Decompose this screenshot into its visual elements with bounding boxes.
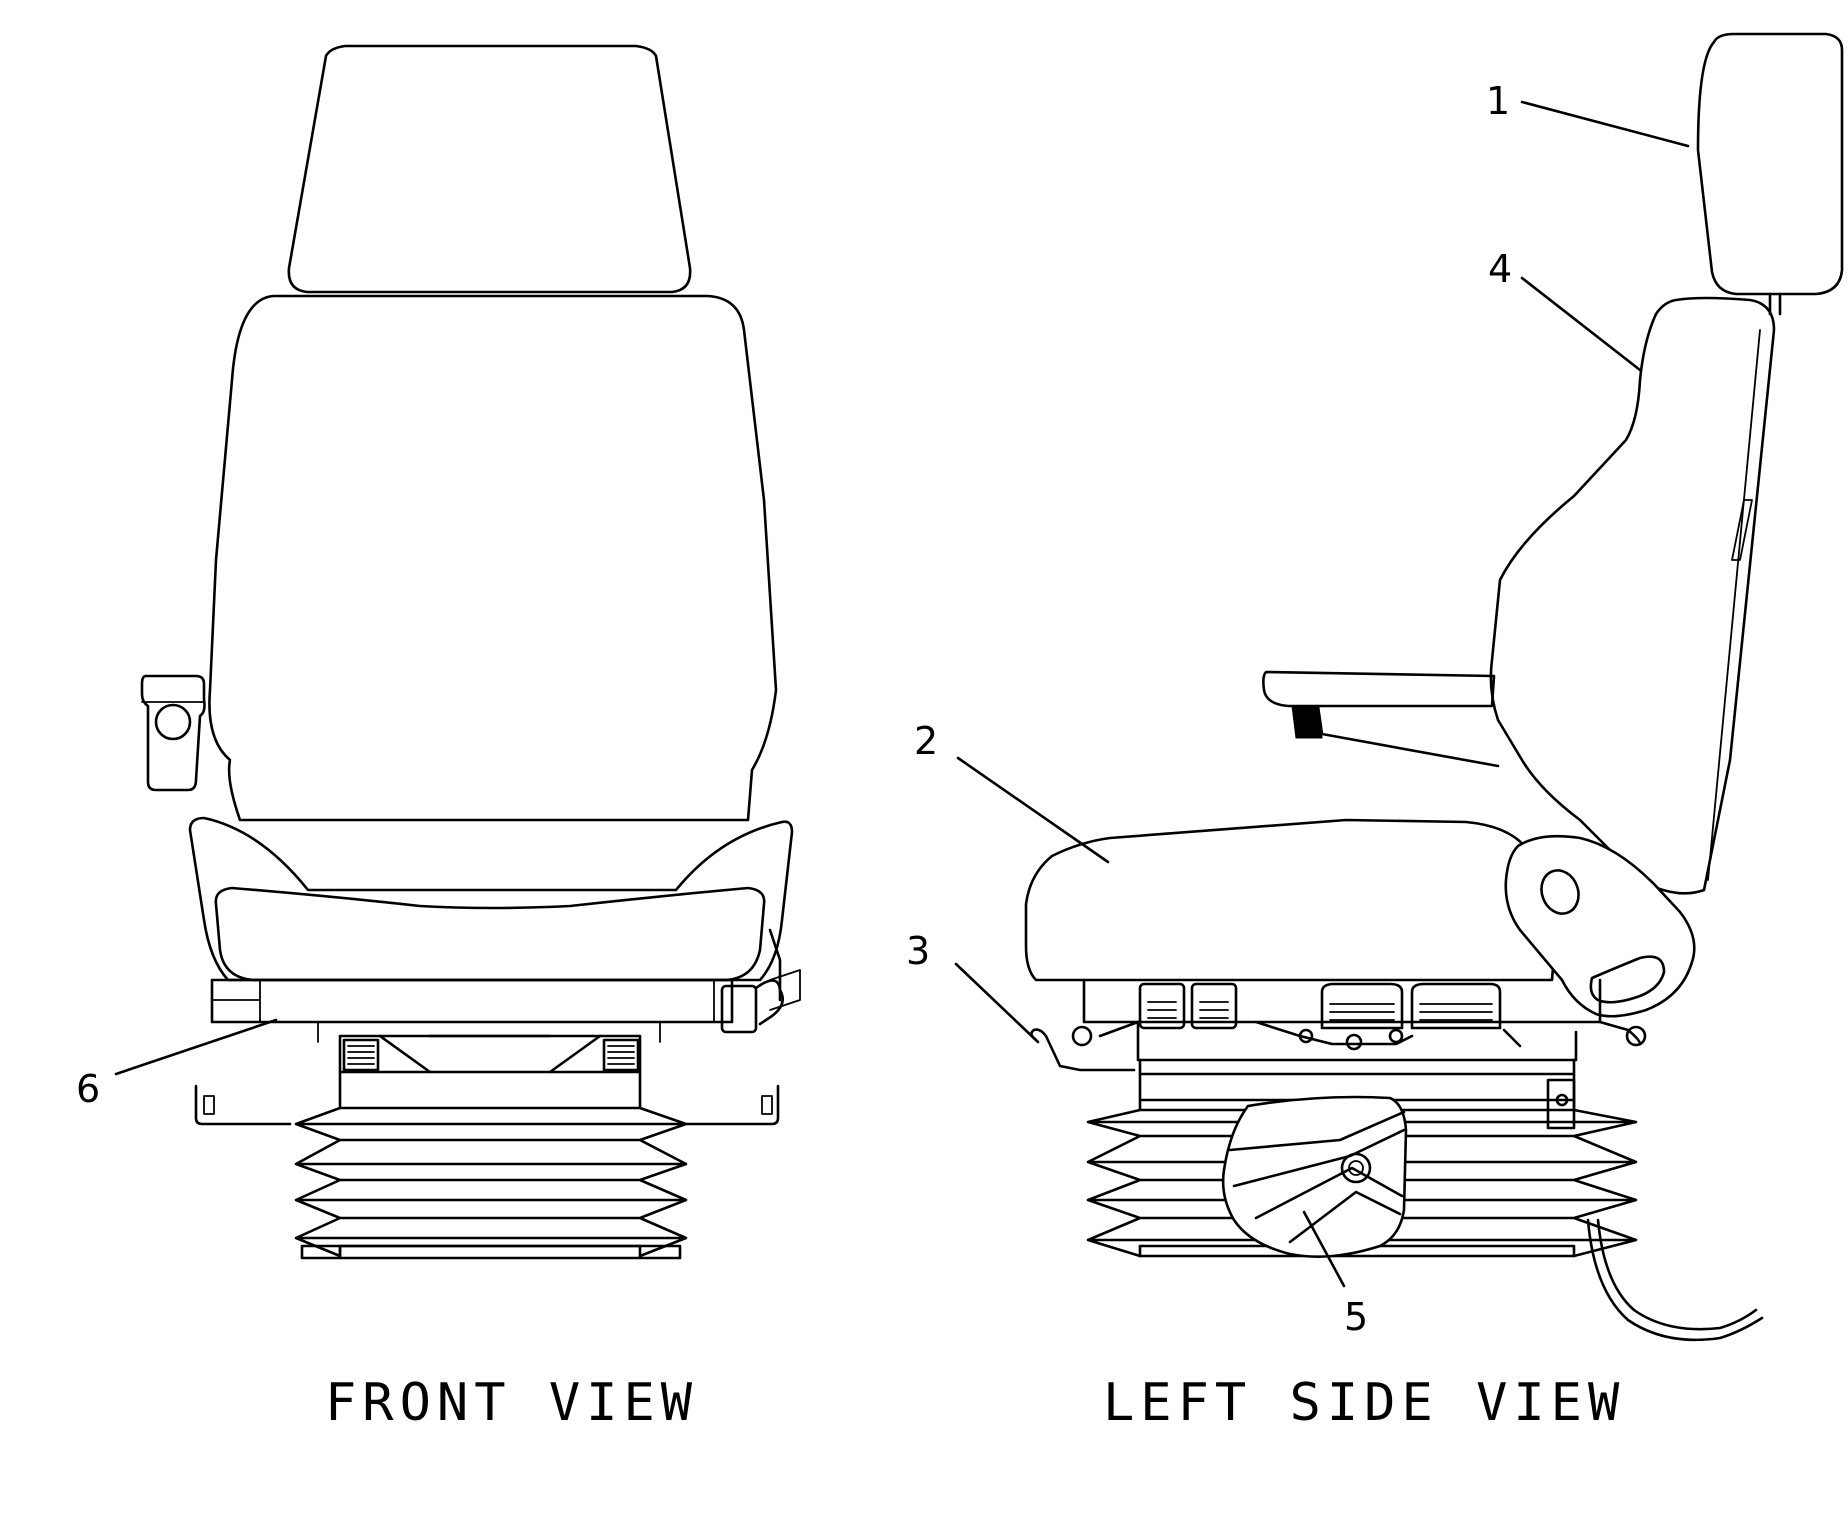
callout-6: 6 [76, 1018, 278, 1111]
front-headrest [287, 44, 692, 294]
callout-number-6: 6 [76, 1067, 100, 1111]
callout-5: 5 [1302, 1210, 1368, 1339]
leader-line-5 [1302, 1210, 1346, 1288]
side-seat-frame [1082, 978, 1602, 1024]
front-scissor-mechanism [317, 1021, 661, 1074]
callout-2: 2 [914, 719, 1110, 864]
front-base-plate [300, 1244, 682, 1260]
callout-number-1: 1 [1486, 79, 1510, 123]
side-headrest [1696, 32, 1844, 296]
front-seat-frame [210, 978, 734, 1024]
side-air-hose [1586, 1218, 1764, 1342]
leader-line-2 [956, 756, 1110, 864]
leader-line-4 [1520, 276, 1642, 372]
side-armrest [1262, 670, 1496, 708]
side-view-caption: LEFT SIDE VIEW [1103, 1373, 1625, 1433]
front-view [140, 44, 801, 1260]
callouts: 1 4 2 3 6 5 [76, 79, 1690, 1339]
callout-number-3: 3 [906, 929, 930, 973]
side-backrest [1489, 296, 1776, 895]
side-view [1024, 32, 1844, 1342]
front-backrest [208, 294, 778, 822]
callout-number-2: 2 [914, 719, 938, 763]
side-cutaway-window [1221, 1095, 1408, 1258]
leader-line-6 [114, 1018, 278, 1076]
side-seat-cushion [1024, 818, 1559, 982]
leader-line-3 [954, 962, 1040, 1044]
front-seat-bolster [188, 816, 794, 982]
callout-4: 4 [1488, 247, 1642, 372]
callout-1: 1 [1486, 79, 1690, 148]
side-adjust-lever [1030, 1028, 1136, 1072]
callout-number-5: 5 [1344, 1295, 1368, 1339]
front-bellows [294, 1070, 688, 1258]
callout-number-4: 4 [1488, 247, 1512, 291]
front-view-caption: FRONT VIEW [325, 1373, 698, 1433]
front-floor-bracket [194, 1084, 780, 1126]
front-seat-cushion [214, 886, 766, 982]
front-armrest-knob [154, 703, 192, 741]
callout-3: 3 [906, 929, 1040, 1044]
side-recline-disc [1504, 834, 1696, 1018]
front-left-armrest [140, 674, 206, 792]
side-latch-blocks [1138, 982, 1502, 1051]
leader-line-1 [1520, 100, 1690, 148]
